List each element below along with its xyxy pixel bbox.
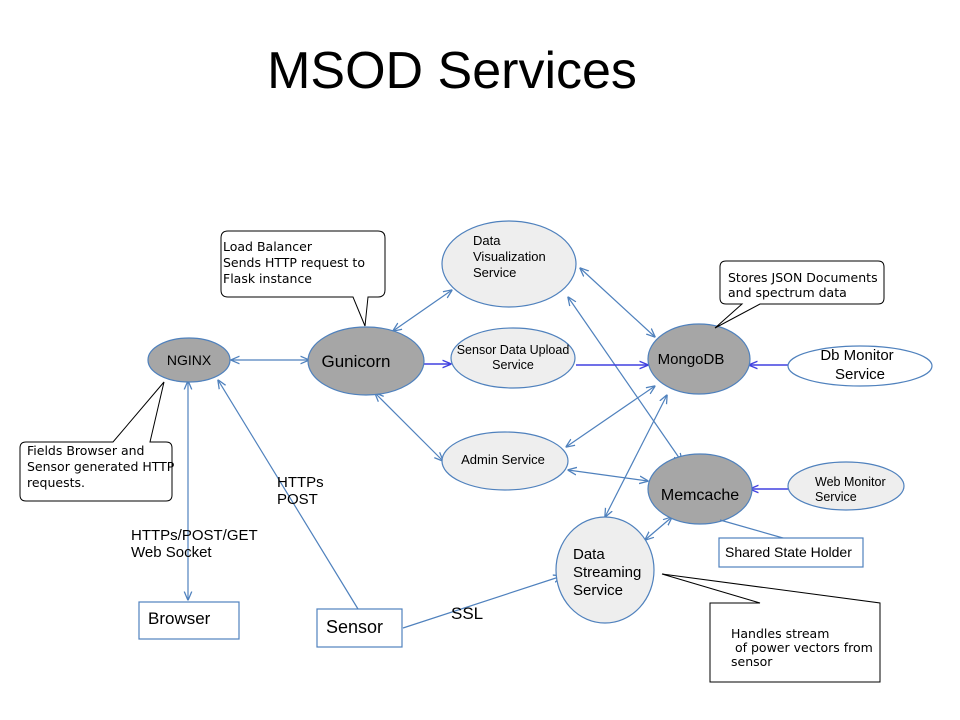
webmonitor-line-1: Web Monitor: [815, 475, 886, 489]
webmonitor-line-2: Service: [815, 490, 857, 504]
mongodb-label: MongoDB: [658, 351, 725, 368]
note-stream-line-2: of power vectors from: [731, 640, 873, 655]
node-browser: Browser: [138, 601, 240, 640]
note-load-balancer: Load Balancer Sends HTTP request to Flas…: [220, 230, 386, 327]
gunicorn-label: Gunicorn: [322, 352, 391, 371]
node-gunicorn: Gunicorn: [307, 326, 425, 396]
note-load-balancer-line-2: Sends HTTP request to: [223, 255, 365, 270]
nginx-label: NGINX: [167, 352, 212, 368]
sensor-label: Sensor: [326, 617, 383, 637]
note-stream-line-3: sensor: [731, 654, 773, 669]
slide-title: MSOD Services: [267, 42, 637, 100]
dataviz-line-1: Data: [473, 233, 501, 248]
browser-label: Browser: [148, 609, 211, 628]
node-sensor-data-upload: Sensor Data Upload Service: [450, 327, 576, 389]
note-stream: Handles stream of power vectors from sen…: [661, 573, 881, 683]
node-shared-state-holder: Shared State Holder: [718, 537, 864, 568]
upload-line-1: Sensor Data Upload: [457, 343, 570, 357]
dataviz-line-2: Visualization: [473, 249, 546, 264]
dbmonitor-line-2: Service: [835, 366, 885, 383]
upload-line-2: Service: [492, 358, 534, 372]
note-fields-line-2: Sensor generated HTTP: [27, 459, 175, 474]
node-sensor: Sensor: [316, 608, 403, 648]
edges: [188, 268, 788, 629]
shared-state-connector: [719, 519, 791, 541]
edge-label-browser-nginx-2: Web Socket: [131, 544, 212, 561]
streaming-line-1: Data: [573, 546, 605, 563]
note-load-balancer-line-3: Flask instance: [223, 271, 312, 286]
note-json-line-2: and spectrum data: [728, 285, 847, 300]
note-json-documents: Stores JSON Documents and spectrum data: [714, 260, 885, 329]
memcache-label: Memcache: [661, 487, 739, 504]
edge-sensor-streaming: [402, 576, 562, 629]
edge-admin-mongodb: [566, 386, 655, 447]
note-fields-line-1: Fields Browser and: [27, 443, 144, 458]
edge-dataviz-mongodb: [580, 268, 655, 337]
node-nginx: NGINX: [147, 337, 231, 383]
node-data-streaming: Data Streaming Service: [555, 516, 655, 624]
node-admin-service: Admin Service: [441, 431, 569, 491]
edge-label-sensor-nginx-2: POST: [277, 491, 318, 508]
edge-label-browser-nginx-1: HTTPs/POST/GET: [131, 527, 258, 544]
edge-sensor-nginx: [218, 380, 359, 610]
edge-label-ssl: SSL: [451, 604, 483, 623]
dbmonitor-line-1: Db Monitor: [820, 347, 893, 364]
admin-label: Admin Service: [461, 452, 545, 467]
streaming-line-2: Streaming: [573, 564, 641, 581]
node-data-visualization: Data Visualization Service: [441, 220, 577, 308]
dataviz-line-3: Service: [473, 265, 516, 280]
edge-admin-memcache: [568, 470, 648, 481]
edge-label-sensor-nginx-1: HTTPs: [277, 474, 324, 491]
note-stream-line-1: Handles stream: [731, 626, 829, 641]
edge-gunicorn-dataviz: [393, 290, 452, 331]
note-fields-browser: Fields Browser and Sensor generated HTTP…: [19, 381, 175, 502]
node-memcache: Memcache: [647, 453, 753, 525]
edge-streaming-memcache: [645, 517, 672, 540]
node-web-monitor: Web Monitor Service: [787, 461, 905, 511]
edge-streaming-mongodb: [605, 395, 667, 517]
note-json-line-1: Stores JSON Documents: [728, 270, 878, 285]
note-fields-line-3: requests.: [27, 475, 85, 490]
node-db-monitor: Db Monitor Service: [787, 345, 933, 387]
edge-gunicorn-admin: [375, 393, 443, 461]
streaming-line-3: Service: [573, 582, 623, 599]
node-mongodb: MongoDB: [647, 323, 751, 395]
note-load-balancer-line-1: Load Balancer: [223, 239, 313, 254]
shared-state-label: Shared State Holder: [725, 544, 852, 560]
